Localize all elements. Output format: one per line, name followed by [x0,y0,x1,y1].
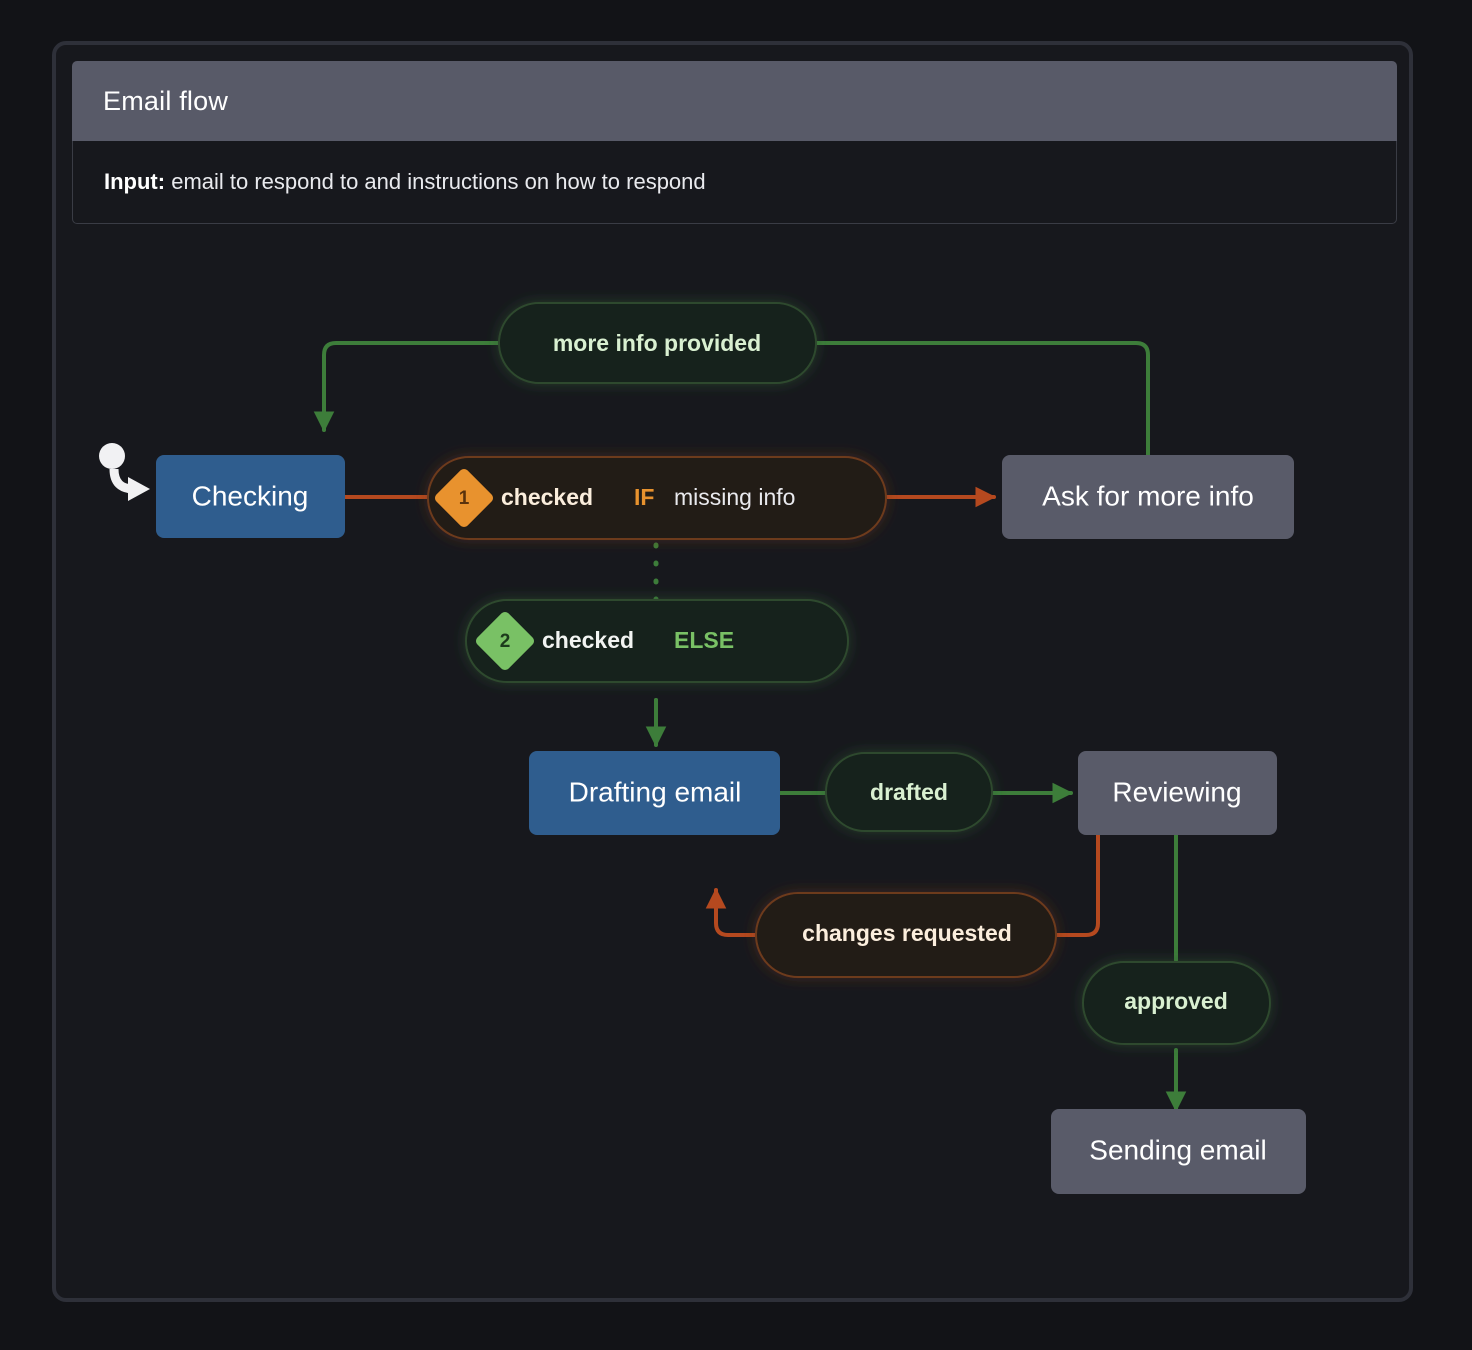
transition-checked-if-missing-info[interactable]: 1 checked IF missing info [427,456,887,540]
transition-keyword: ELSE [674,627,734,653]
pill-background [465,599,849,683]
state-label: Reviewing [1112,776,1241,807]
transition-changes-requested[interactable]: changes requested [755,892,1057,978]
transition-keyword: IF [634,484,654,510]
transition-more-info-provided[interactable]: more info provided [498,302,817,384]
pill-background [825,752,993,832]
node-background [1051,1109,1306,1194]
edge-more-info-provided [313,341,1150,457]
flow-canvas: more info provided 1 checked IF missing … [56,45,1417,1306]
transition-label: more info provided [553,330,761,356]
pill-background [755,892,1057,978]
transition-label: approved [1124,988,1228,1014]
transition-drafted[interactable]: drafted [825,752,993,832]
state-label: Sending email [1089,1134,1266,1165]
state-node-reviewing[interactable]: Reviewing [1078,751,1277,835]
start-node [99,443,150,501]
badge-1-icon: 1 [434,468,494,528]
badge-number: 2 [500,631,511,652]
transition-event: checked [501,484,593,510]
state-label: Checking [192,480,309,511]
transition-approved[interactable]: approved [1082,961,1271,1045]
pill-background [1082,961,1271,1045]
input-description: Input: email to respond to and instructi… [73,169,706,195]
transition-event: checked [542,627,634,653]
transition-label: drafted [870,779,948,805]
state-node-ask-for-more-info[interactable]: Ask for more info [1002,455,1294,539]
input-label: Input: [104,169,166,194]
pill-background [498,302,817,384]
input-value: email to respond to and instructions on … [165,169,706,194]
node-background [529,751,780,835]
badge-2-icon: 2 [475,611,535,671]
panel-header: Email flow [72,61,1397,141]
badge-number: 1 [459,488,470,509]
transition-condition: missing info [674,484,795,510]
state-machine-diagram: more info provided 1 checked IF missing … [99,302,1306,1194]
pill-background [427,456,887,540]
state-label: Drafting email [569,776,742,807]
state-node-sending-email[interactable]: Sending email [1051,1109,1306,1194]
email-flow-panel: Email flow Input: email to respond to an… [52,41,1413,1302]
state-label: Ask for more info [1042,480,1254,511]
transition-checked-else[interactable]: 2 checked ELSE [465,599,849,683]
transition-label: changes requested [802,920,1012,946]
state-node-drafting-email[interactable]: Drafting email [529,751,780,835]
panel-input-row: Input: email to respond to and instructi… [72,141,1397,224]
node-background [156,455,345,538]
page-title: Email flow [103,85,229,116]
state-node-checking[interactable]: Checking [156,455,345,538]
node-background [1078,751,1277,835]
edge-changes-requested [705,833,1100,937]
node-background [1002,455,1294,539]
